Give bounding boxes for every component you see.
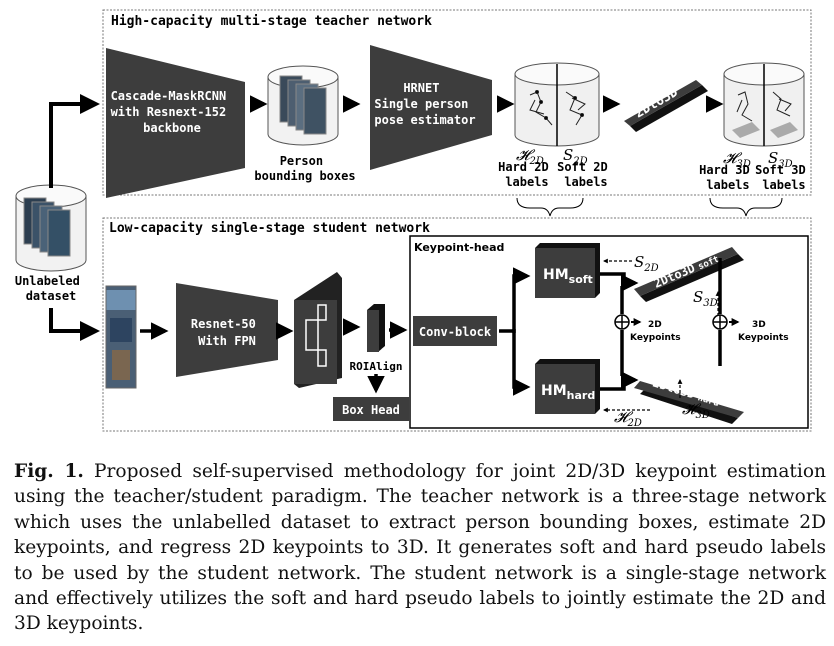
- keypoint-head-panel: [409, 235, 809, 429]
- teacher-lifter-block: 2Dto3D: [624, 80, 708, 132]
- conv-block: [413, 316, 497, 346]
- backbone-label: Resnet-50 With FPN: [191, 317, 263, 348]
- box-head-label: Box Head: [342, 403, 400, 417]
- person-boxes-label: Person bounding boxes: [254, 154, 355, 183]
- plus-node-2d: [614, 314, 630, 330]
- detector-block: [106, 48, 245, 198]
- figure-caption: Fig. 1. Proposed self-supervised methodo…: [14, 459, 826, 637]
- conv-block-label: Conv-block: [419, 325, 492, 339]
- teacher-panel: [102, 9, 812, 196]
- box-head-block: [333, 397, 409, 421]
- brace-2d: [516, 197, 584, 217]
- hrnet-block: [370, 45, 492, 170]
- brace-3d: [709, 197, 783, 217]
- svg-text:HMhard: HMhard: [541, 383, 595, 402]
- keypoint-head-title: Keypoint-head: [414, 241, 504, 254]
- keypoints-3d-label: 3D Keypoints: [738, 320, 789, 343]
- hard-2d-labels: Hard 2D labels: [498, 160, 556, 189]
- arrow-dataset-to-teacher: [49, 94, 100, 188]
- arrow-to-hm-soft: [512, 267, 531, 333]
- soft-2d-labels: Soft 2D labels: [557, 160, 615, 189]
- teacher-title: High-capacity multi-stage teacher networ…: [111, 14, 432, 29]
- teacher-s3d-symbol: S3D: [768, 149, 793, 170]
- person-boxes-cylinder: [267, 65, 339, 146]
- roialign-label: ROIAlign: [350, 360, 403, 373]
- student-title: Low-capacity single-stage student networ…: [109, 221, 430, 236]
- hm-soft-block: HMsoft: [535, 243, 600, 298]
- keypoints-2d-label: 2D Keypoints: [630, 320, 681, 343]
- roialign-block: [367, 304, 385, 352]
- caption-text: Proposed self-supervised methodology for…: [14, 461, 826, 635]
- student-s2d-symbol: S2D: [634, 253, 659, 274]
- arrow-dataset-to-student: [49, 308, 100, 341]
- arrow-hm-hard-to-lifter: [600, 371, 639, 391]
- lifter-soft-block: 2Dto3Dsoft: [634, 247, 744, 302]
- figure-label: Fig. 1.: [14, 461, 84, 482]
- plus-node-3d: [712, 314, 728, 330]
- student-h2d-symbol: 𝓗2D: [614, 408, 642, 429]
- student-input-image: [105, 285, 137, 389]
- svg-text:HMsoft: HMsoft: [543, 267, 593, 286]
- backbone-block: [176, 283, 278, 377]
- hard-3d-labels: Hard 3D labels: [699, 163, 757, 192]
- unlabeled-dataset-cylinder: [15, 184, 87, 272]
- hrnet-label: HRNET Single person pose estimator: [374, 81, 475, 127]
- methodology-diagram: High-capacity multi-stage teacher networ…: [15, 9, 813, 432]
- hm-hard-block: HMhard: [535, 359, 600, 414]
- teacher-s2d-symbol: S2D: [563, 146, 588, 167]
- fpn-block: [294, 272, 342, 388]
- student-s3d-symbol: S3D: [693, 288, 718, 309]
- labels-2d-cylinder: [514, 62, 600, 147]
- unlabeled-dataset-label: Unlabeled dataset: [15, 274, 87, 303]
- arrow-hm-soft-to-lifter: [600, 272, 639, 292]
- detector-label: Cascade-MaskRCNN with Resnext-152 backbo…: [111, 89, 234, 135]
- student-panel: [102, 217, 812, 432]
- arrow-to-hm-hard: [512, 329, 531, 396]
- soft-3d-labels: Soft 3D labels: [755, 163, 813, 192]
- labels-3d-cylinder: [723, 62, 805, 147]
